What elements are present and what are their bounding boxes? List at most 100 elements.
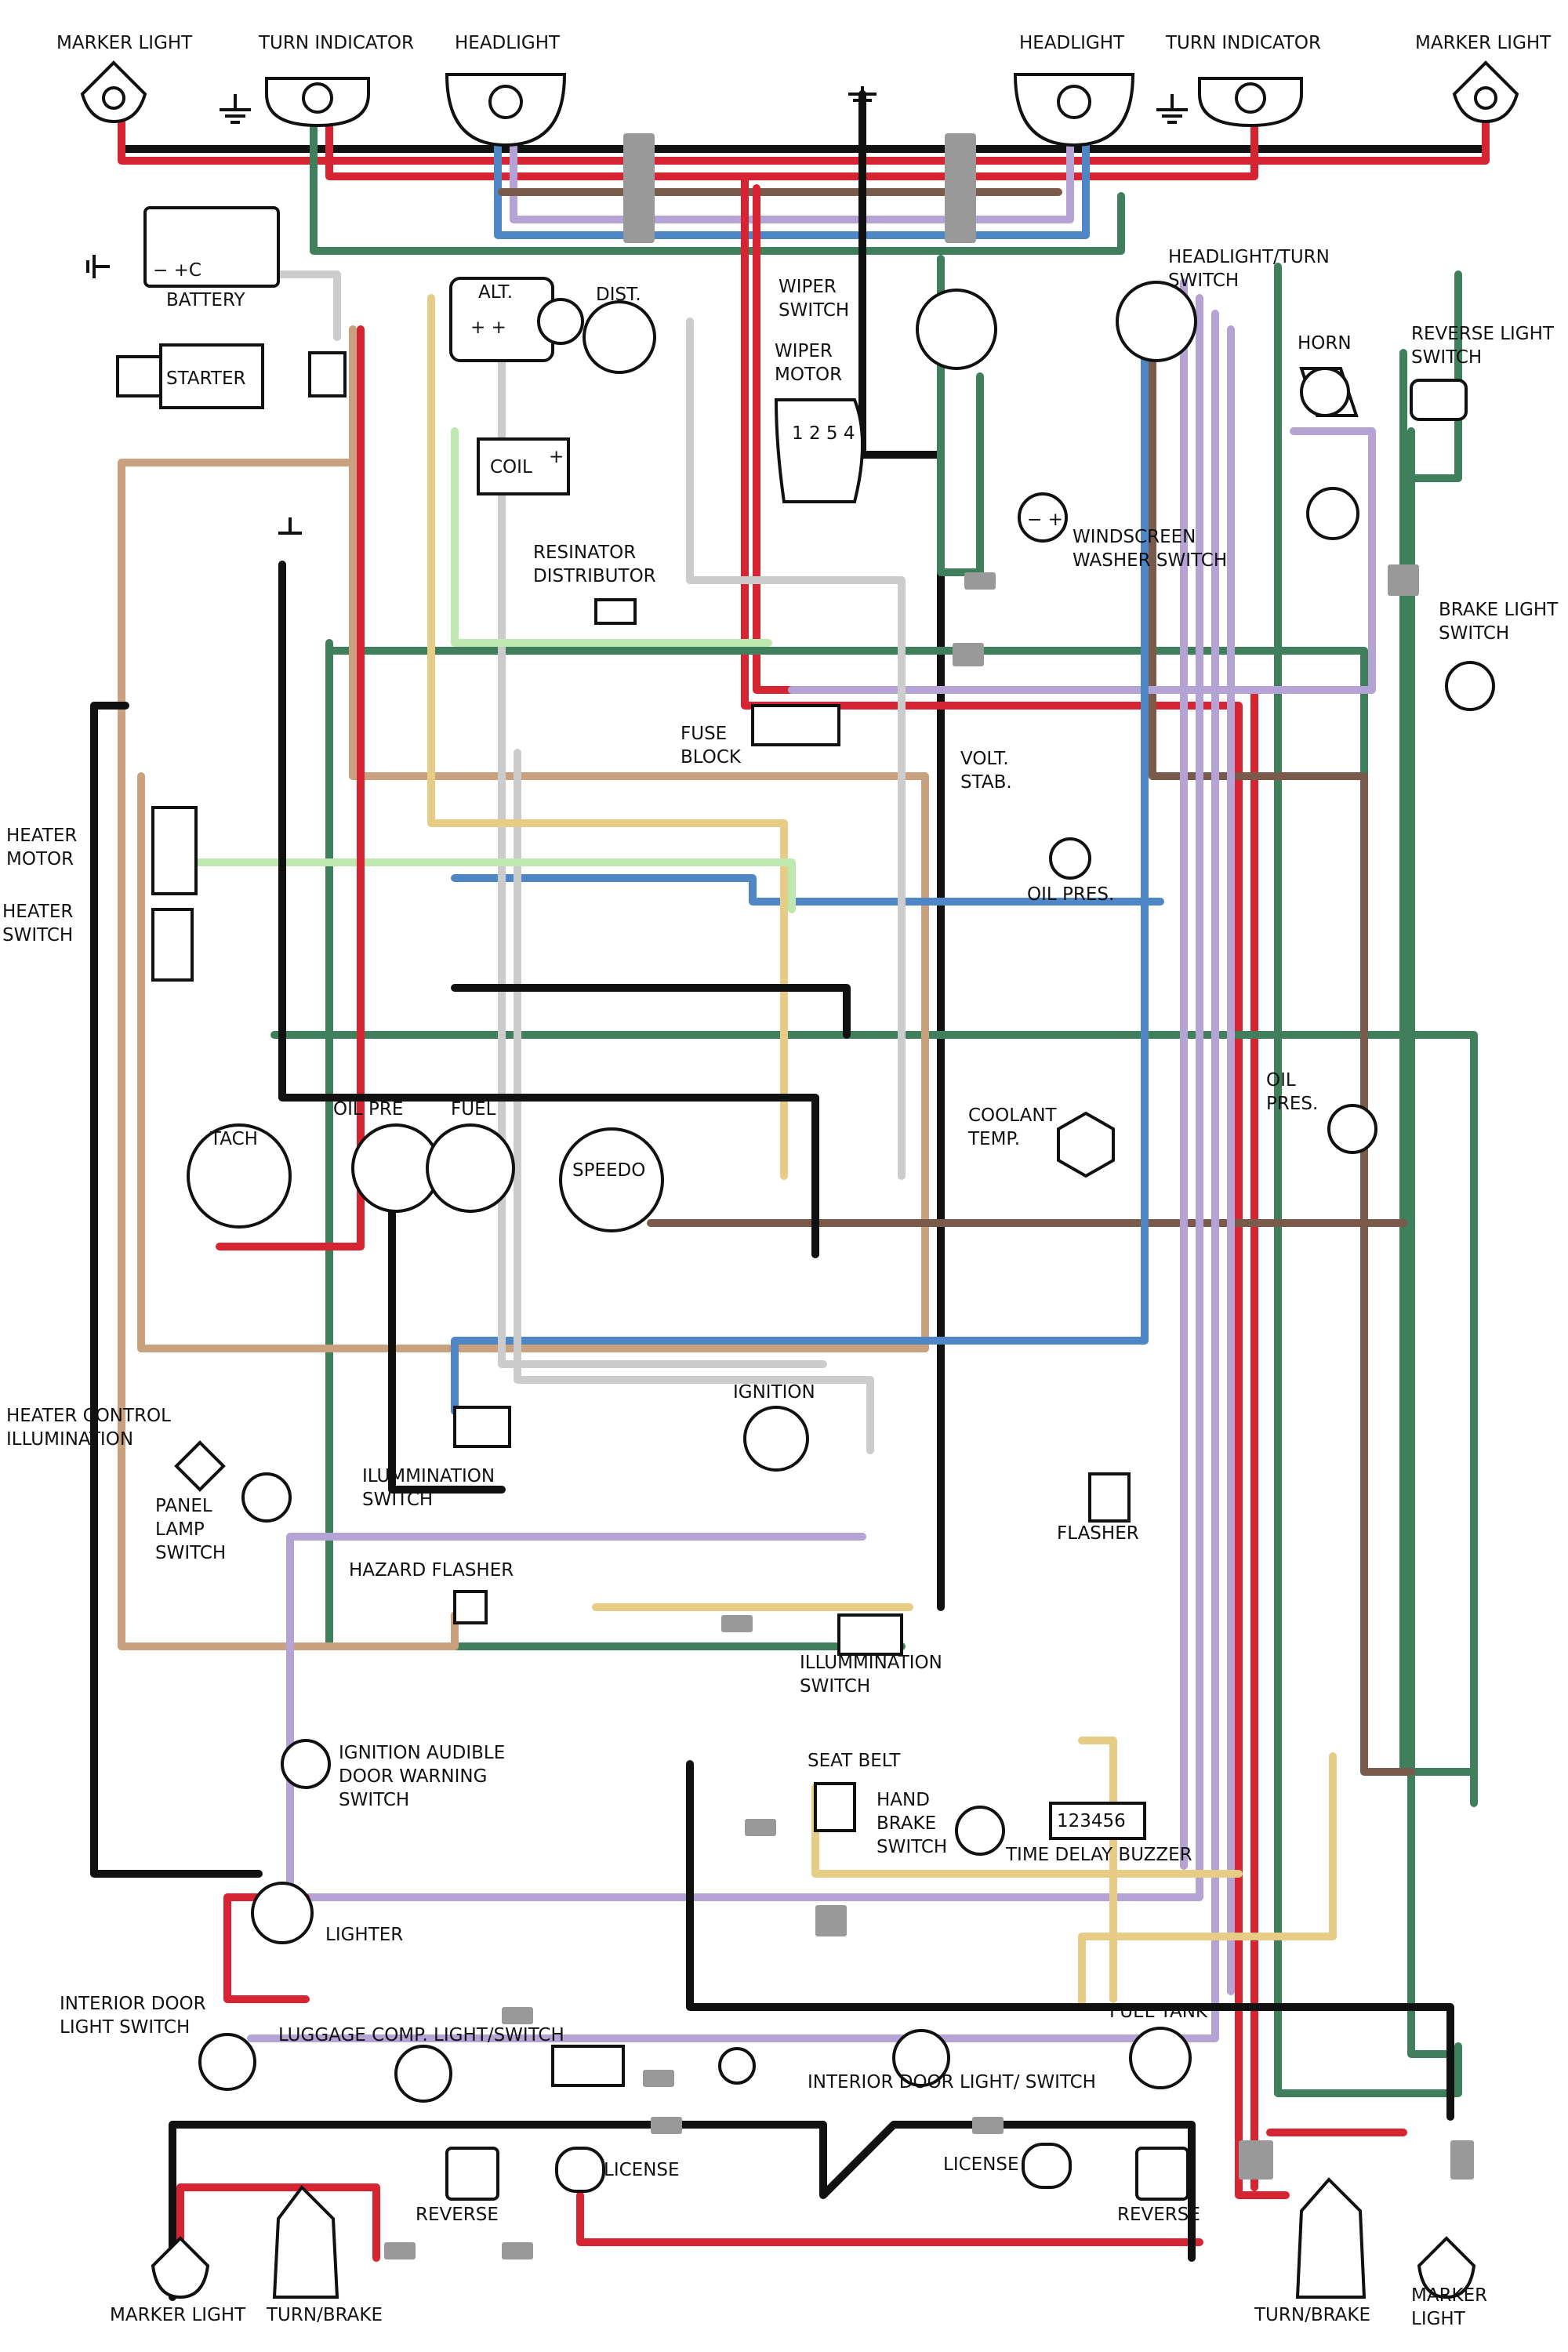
label-oil-pre-gauge: OIL PRE [333, 1099, 403, 1120]
turn-indicator-front-left-icon [265, 77, 370, 128]
connector-block [384, 2242, 416, 2259]
lighter-icon [251, 1882, 314, 1944]
oil-pressure-sender-right-icon [1327, 1104, 1377, 1154]
label-hazard-flasher: HAZARD FLASHER [349, 1560, 514, 1581]
heater-motor-icon [151, 806, 198, 895]
label-marker-light-front-left: MARKER LIGHT [56, 33, 193, 53]
wire-black-inner [278, 561, 819, 1258]
wire-brown-right [1149, 294, 1415, 1776]
label-volt-stab: VOLT.STAB. [960, 749, 1012, 793]
label-wiper-pins: 1 2 5 4 [792, 423, 855, 444]
connector-block [972, 2117, 1004, 2134]
label-seat-belt: SEAT BELT [808, 1751, 901, 1771]
wire-red-rear [176, 2183, 380, 2262]
label-oil-pres-sender: OIL PRES. [1027, 884, 1114, 905]
horn-body-icon [1300, 367, 1350, 417]
wire-green-front [310, 114, 1125, 255]
connector-block [1239, 2140, 1273, 2180]
wire-purple-front [510, 114, 1074, 223]
label-washer-signs: − + [1027, 510, 1063, 530]
wire-tan-2 [137, 772, 929, 1352]
marker-light-rear-left-icon [151, 2236, 210, 2299]
wire-gray-4 [270, 270, 341, 341]
connector-block [502, 2007, 533, 2024]
seat-belt-icon [814, 1782, 856, 1832]
coil-icon [477, 437, 570, 495]
wire-layer [90, 90, 1490, 2301]
label-reverse-left: REVERSE [416, 2205, 499, 2225]
wire-lightgreen-2 [169, 858, 796, 913]
ground-icon [848, 86, 877, 102]
label-fuel-gauge: FUEL [451, 1099, 496, 1120]
alternator-pulley-icon [537, 298, 584, 345]
fuel-gauge-icon [426, 1123, 515, 1213]
windscreen-washer-switch-icon [1018, 492, 1068, 543]
label-license-left: LICENSE [604, 2160, 680, 2180]
flasher-icon [1088, 1472, 1131, 1523]
wire-green-upper [325, 647, 1368, 945]
license-light-right-icon [1022, 2143, 1072, 2189]
turn-indicator-bulb-icon [302, 82, 333, 114]
label-alt-signs: + + [470, 318, 506, 338]
battery-icon [143, 206, 280, 288]
turn-brake-rear-right-icon [1295, 2177, 1367, 2299]
wire-green-trunk-2 [1407, 427, 1462, 2058]
headlight-turn-switch-icon [1116, 281, 1197, 362]
connector-block [651, 2117, 682, 2134]
label-tach: TACH [209, 1129, 258, 1149]
panel-lamp-switch-icon [241, 1472, 292, 1523]
wire-tan-big [118, 459, 459, 1650]
wire-yellow-5 [1078, 1752, 1337, 2011]
ground-icon [220, 94, 251, 124]
wire-gray-2 [686, 318, 906, 1180]
headlight-bulb-icon [488, 85, 523, 119]
ignition-audible-switch-icon [281, 1739, 331, 1789]
time-delay-buzzer-icon [1049, 1802, 1146, 1840]
connector-layer [384, 133, 1474, 2259]
interior-door-light-icon [718, 2047, 756, 2085]
connector-block [945, 133, 976, 243]
label-buzzer-terminals: 123456 [1057, 1811, 1126, 1831]
marker-light-bulb-icon [102, 86, 125, 110]
wire-black-left [90, 702, 263, 1878]
marker-light-front-right-icon [1452, 60, 1519, 124]
wire-blue-mid [451, 310, 1149, 1415]
oil-pressure-sender-icon [1049, 837, 1091, 880]
label-battery-signs: − +C [153, 260, 201, 281]
starter-terminal-icon [308, 351, 347, 397]
reverse-light-switch-icon [1410, 379, 1468, 421]
wire-lightgreen-1 [451, 427, 772, 647]
horn-body-icon [1306, 487, 1359, 540]
connector-block [1450, 2140, 1474, 2180]
label-layer: MARKER LIGHT TURN INDICATOR HEADLIGHT HE… [2, 33, 1559, 2329]
wire-green-main [270, 1031, 1478, 1807]
headlight-left-icon [445, 73, 567, 147]
wire-green-trunk [1274, 263, 1462, 2097]
turn-brake-rear-left-icon [272, 2184, 339, 2299]
headlight-bulb-icon [1057, 85, 1091, 119]
label-reverse-right: REVERSE [1117, 2205, 1200, 2225]
speedo-gauge-icon [559, 1127, 664, 1232]
label-speedo: SPEEDO [572, 1160, 645, 1181]
label-turn-indicator-front-right: TURN INDICATOR [1165, 33, 1321, 53]
interior-door-light-switch-icon [198, 2033, 256, 2091]
label-ignition: IGNITION [733, 1382, 815, 1403]
label-dist: DIST. [596, 285, 641, 305]
label-marker-light-front-right: MARKER LIGHT [1415, 33, 1552, 53]
connector-block [745, 1819, 776, 1836]
wire-red-rear-2 [576, 2191, 1203, 2246]
ground-icon [1156, 94, 1188, 124]
